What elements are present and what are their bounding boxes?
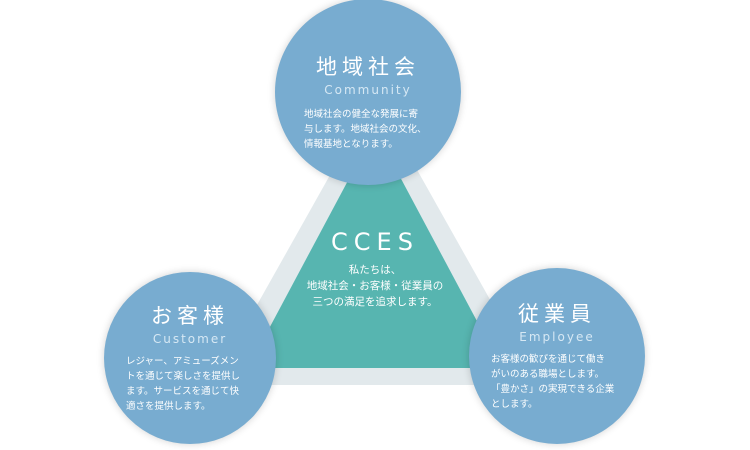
inner-triangle (248, 130, 502, 368)
center-line: 私たちは、 (348, 264, 402, 276)
customer-subtitle: Customer (152, 332, 228, 346)
community-subtitle: Community (324, 83, 412, 97)
desc-line: 地域社会の健全な発展に寄 (304, 109, 419, 120)
desc-line: 適さを提供します。 (126, 401, 211, 412)
center-description: 私たちは、 地域社会・お客様・従業員の 三つの満足を追求します。 (275, 262, 475, 310)
desc-line: がいのある職場とします。 (491, 369, 605, 380)
community-circle: 地域社会 Community 地域社会の健全な発展に寄 与します。地域社会の文化… (275, 0, 461, 185)
customer-description: レジャー、アミューズメン トを通じて楽しさを提供し ます。サービスを通じて快 適… (126, 354, 254, 414)
customer-title: お客様 (151, 304, 229, 328)
desc-line: レジャー、アミューズメン (126, 356, 239, 367)
customer-circle: お客様 Customer レジャー、アミューズメン トを通じて楽しさを提供し ま… (104, 272, 276, 444)
employee-subtitle: Employee (519, 330, 595, 344)
desc-line: お客様の歓びを通じて働き (491, 354, 606, 365)
desc-line: ます。サービスを通じて快 (126, 386, 240, 397)
desc-line: 「豊かさ」の実現できる企業 (491, 384, 615, 395)
center-title: CCES (331, 228, 419, 256)
desc-line: 情報基地となります。 (304, 139, 398, 150)
center-line: 地域社会・お客様・従業員の (306, 280, 444, 292)
employee-title: 従業員 (518, 302, 596, 326)
desc-line: とします。 (491, 399, 538, 410)
employee-description: お客様の歓びを通じて働き がいのある職場とします。 「豊かさ」の実現できる企業 … (491, 352, 623, 412)
community-title: 地域社会 (316, 55, 420, 79)
center-line: 三つの満足を追求します。 (312, 296, 438, 308)
center-cces: CCES 私たちは、 地域社会・お客様・従業員の 三つの満足を追求します。 (275, 228, 475, 310)
desc-line: 与します。地域社会の文化、 (304, 124, 427, 135)
employee-circle: 従業員 Employee お客様の歓びを通じて働き がいのある職場とします。 「… (469, 268, 645, 444)
desc-line: トを通じて楽しさを提供し (126, 371, 241, 382)
community-description: 地域社会の健全な発展に寄 与します。地域社会の文化、 情報基地となります。 (304, 107, 432, 152)
